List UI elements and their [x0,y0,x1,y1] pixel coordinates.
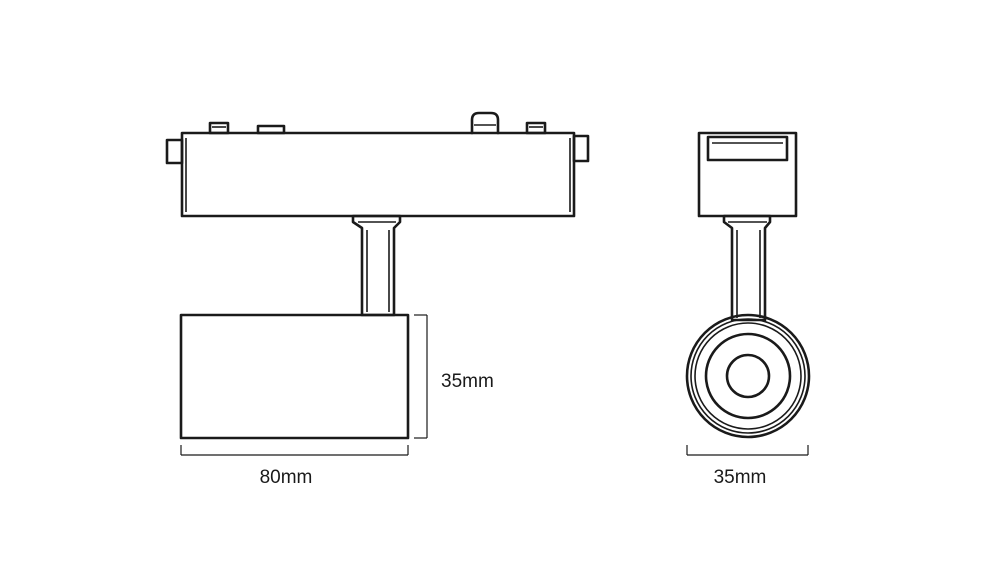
side-view-lamp-body [179,313,410,440]
front-view-arm [722,214,772,322]
side-height-label: 35mm [441,371,494,392]
side-view-arm [351,214,402,317]
side-view-top-knobs [208,111,547,135]
front-diameter-label: 35mm [714,467,767,488]
side-view-track-adapter [165,111,590,218]
side-view-left-clip [165,138,184,165]
side-height-dimension: 35mm [414,314,494,439]
front-view-lens [685,313,811,439]
side-length-label: 80mm [260,467,313,488]
side-length-dimension: 80mm [180,445,409,488]
side-view-right-clip [572,134,590,163]
side-view: 35mm 80mm [165,111,590,488]
front-view: 35mm [685,131,811,488]
front-view-track-adapter [697,131,798,218]
front-diameter-dimension: 35mm [686,445,809,488]
